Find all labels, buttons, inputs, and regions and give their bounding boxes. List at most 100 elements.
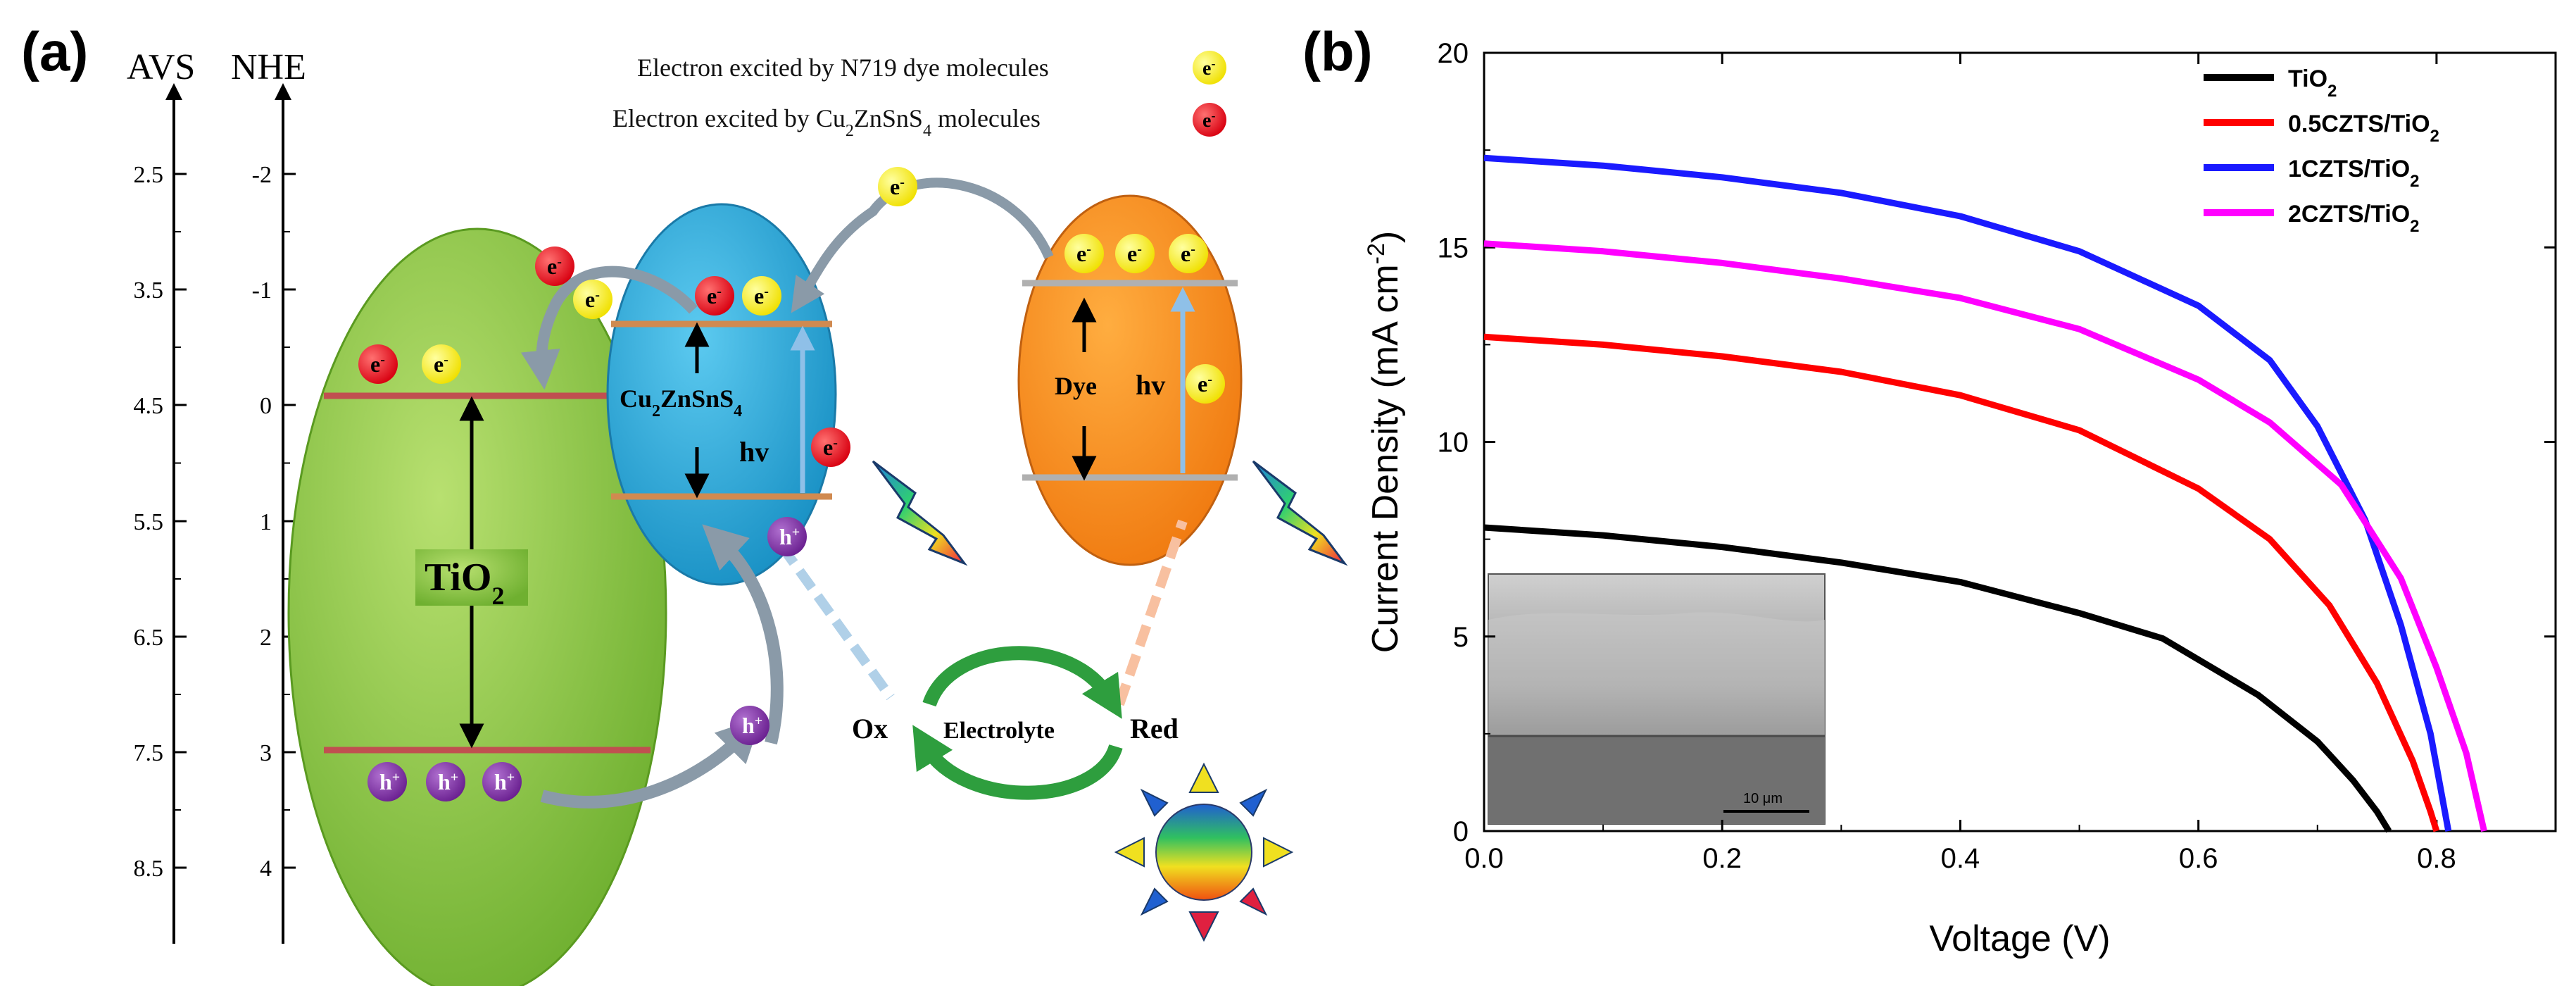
legend-label: TiO2	[2288, 65, 2337, 101]
y-tick-label: 15	[1438, 232, 1469, 263]
svg-text:e-: e-	[547, 254, 562, 279]
electron-yellow-icon: e-	[1186, 364, 1225, 404]
electrolyte-cycle: Ox Electrolyte Red	[852, 646, 1179, 800]
czts-label: Cu2ZnSnS4	[620, 385, 742, 420]
hole-icon: h+	[482, 762, 522, 801]
svg-text:h+: h+	[438, 769, 458, 794]
x-tick-label: 0.0	[1464, 843, 1504, 874]
electron-yellow-icon: e-	[1064, 234, 1104, 273]
svg-text:e-: e-	[1076, 241, 1091, 266]
electron-red-icon: e-	[535, 246, 574, 286]
nhe-tick-label: 1	[260, 509, 272, 535]
hole-icon: h+	[767, 517, 807, 556]
avs-tick-label: 3.5	[134, 277, 164, 304]
legend-n719-text: Electron excited by N719 dye molecules	[637, 54, 1049, 82]
y-tick-label: 5	[1453, 622, 1469, 653]
electrolyte-bottom-arrow	[912, 725, 1123, 800]
x-tick-label: 0.2	[1702, 843, 1742, 874]
series-line-0-5czts-tio2	[1483, 333, 2440, 832]
tio2-label: TiO2	[425, 556, 504, 610]
svg-text:h+: h+	[494, 769, 515, 794]
panel-b-label: (b)	[1302, 20, 1373, 82]
electrolyte-top-arrow	[922, 646, 1122, 719]
electron-yellow-icon: e-	[1115, 234, 1155, 273]
electron-yellow-icon: e-	[1169, 234, 1208, 273]
legend-label: 0.5CZTS/TiO2	[2288, 111, 2439, 146]
y-axis-label: Current Density (mA cm-2)	[1363, 231, 1406, 653]
svg-text:e-: e-	[1202, 56, 1215, 80]
czts-hv-label: hv	[739, 436, 769, 468]
dye-band: Dye hv	[1017, 194, 1243, 566]
czts-to-tio2-arrow	[520, 266, 698, 390]
x-tick-label: 0.6	[2179, 843, 2218, 874]
nhe-tick-label: 4	[260, 856, 272, 882]
nhe-tick-label: 3	[260, 740, 272, 766]
svg-text:e-: e-	[890, 174, 905, 199]
nhe-tick-label: 2	[260, 625, 272, 651]
electron-yellow-icon: e-	[1193, 51, 1226, 85]
hole-icon: h+	[367, 762, 407, 801]
chart-legend: TiO2 0.5CZTS/TiO2 1CZTS/TiO2 2CZTS/TiO2	[2204, 65, 2439, 236]
particles: e-e-h+ h+ h+ e-e-h+ e-e-e-h+ e-e-e-e-e-	[358, 167, 1225, 801]
series-line-tio2	[1483, 524, 2392, 833]
avs-tick-label: 8.5	[134, 856, 164, 882]
electron-red-icon: e-	[695, 276, 734, 316]
panel-a-label: (a)	[21, 20, 88, 82]
svg-text:h+: h+	[742, 713, 762, 738]
light-bolt-icon	[872, 460, 968, 566]
ox-label: Ox	[852, 713, 888, 744]
svg-text:e-: e-	[434, 351, 448, 377]
hole-to-czts-arrow	[702, 524, 784, 745]
electron-red-icon: e-	[811, 428, 850, 467]
avs-tick-label: 5.5	[134, 509, 164, 535]
electrolyte-label: Electrolyte	[943, 718, 1055, 744]
sem-inset-image: 10 μm	[1488, 573, 1826, 825]
svg-text:e-: e-	[754, 283, 769, 308]
avs-tick-label: 2.5	[134, 162, 164, 188]
svg-text:e-: e-	[585, 287, 600, 312]
nhe-tick-label: -2	[252, 162, 272, 188]
legend-czts-text: Electron excited by Cu2ZnSnS4 molecules	[612, 104, 1041, 140]
y-tick-label: 0	[1453, 816, 1469, 847]
x-tick-label: 0.4	[1941, 843, 1980, 874]
electron-yellow-icon: e-	[878, 167, 917, 206]
avs-ticks: 2.53.54.55.56.57.58.5	[134, 162, 187, 882]
svg-text:e-: e-	[1198, 371, 1212, 397]
sun-icon	[1114, 762, 1294, 942]
series-line-1czts-tio2	[1483, 154, 2452, 832]
panel-b: (b) 10 μm 0.0 0.2 0.4 0.6 0.8 0 5 10 15 20Voltage…	[1302, 20, 2557, 959]
svg-text:h+: h+	[779, 524, 800, 549]
legend-label: 2CZTS/TiO2	[2288, 201, 2420, 236]
panel-a-legend: Electron excited by N719 dye molecules e…	[612, 51, 1226, 140]
nhe-tick-label: 0	[260, 393, 272, 419]
avs-tick-label: 6.5	[134, 625, 164, 651]
electron-yellow-icon: e-	[573, 280, 612, 319]
hole-icon: h+	[426, 762, 465, 801]
avs-tick-label: 4.5	[134, 393, 164, 419]
tio2-hole-arrow	[540, 717, 762, 809]
electron-yellow-icon: e-	[422, 344, 461, 384]
red-label: Red	[1130, 713, 1179, 744]
nhe-ticks: -2 -1 0 1 2 3 4	[252, 162, 296, 882]
svg-text:h+: h+	[379, 769, 400, 794]
legend-label: 1CZTS/TiO2	[2288, 156, 2420, 191]
panel-a: (a) AVS NHE 2.53.54.55.56.57.58.5 -2-101…	[21, 20, 1348, 986]
svg-text:e-: e-	[1127, 241, 1142, 266]
x-axis-label: Voltage (V)	[1929, 918, 2110, 959]
svg-text:e-: e-	[707, 283, 722, 308]
electron-red-icon: e-	[358, 344, 398, 384]
y-tick-label: 20	[1438, 38, 1469, 69]
svg-text:e-: e-	[1181, 241, 1195, 266]
svg-text:e-: e-	[823, 435, 838, 460]
electron-yellow-icon: e-	[742, 276, 781, 316]
czts-to-electrolyte-dashed	[777, 542, 895, 701]
hole-icon: h+	[730, 706, 769, 745]
nhe-tick-label: -1	[252, 277, 272, 304]
dye-label: Dye	[1055, 372, 1097, 400]
avs-axis-title: AVS	[127, 47, 195, 87]
series-line-2czts-tio2	[1483, 240, 2487, 832]
nhe-axis-title: NHE	[231, 47, 306, 87]
y-tick-label: 10	[1438, 428, 1469, 458]
x-tick-label: 0.8	[2417, 843, 2456, 874]
